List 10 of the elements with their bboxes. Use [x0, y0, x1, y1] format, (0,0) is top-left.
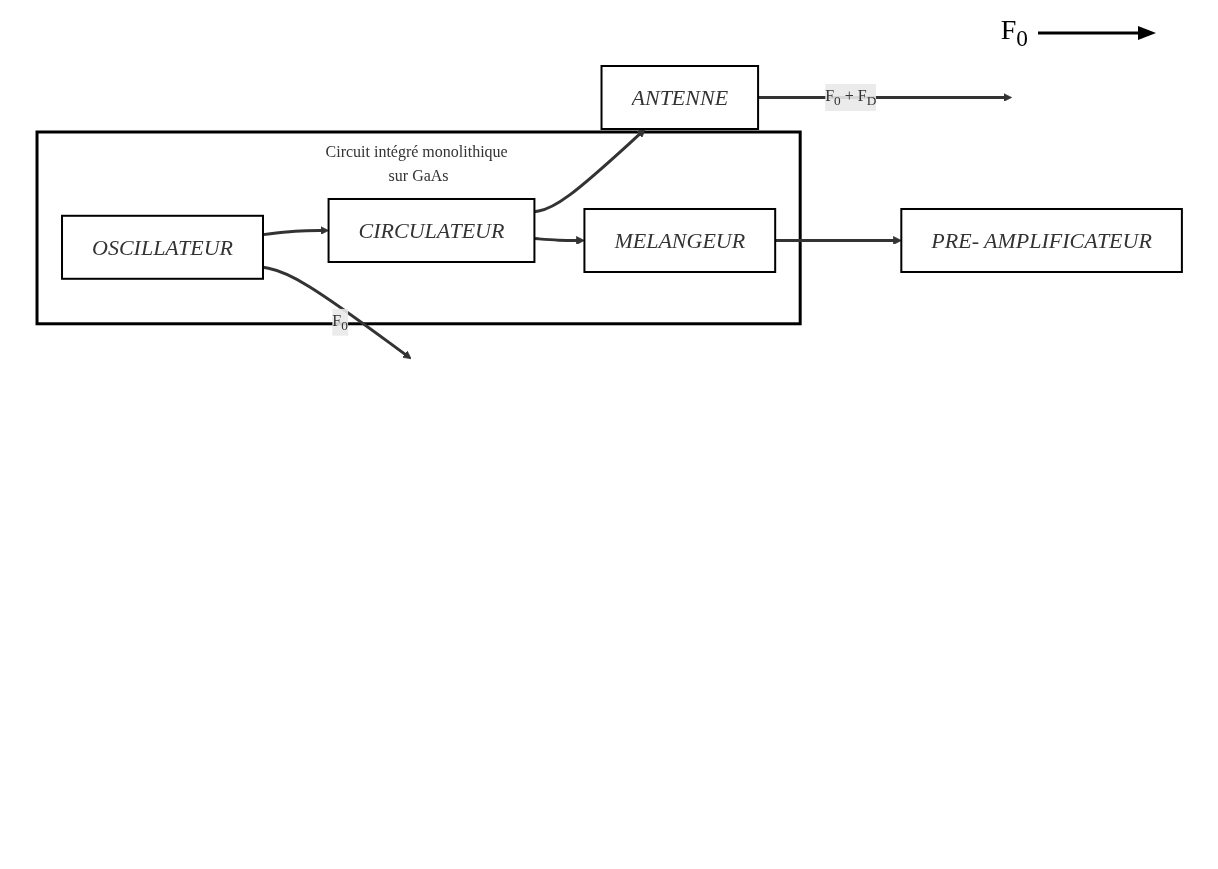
arrow: [533, 128, 646, 214]
node-box: CIRCULATEUR: [327, 198, 535, 263]
frequency-label: F$_{0}$: [1000, 14, 1028, 52]
node-box: PRE- AMPLIFICATEUR: [899, 208, 1183, 273]
arrow: [262, 265, 412, 360]
arrow: [262, 226, 329, 237]
edge-label: F$_{0}$: [331, 311, 348, 333]
node-box: OSCILLATEUR: [60, 214, 264, 280]
node-box: MELANGEUR: [582, 208, 776, 273]
edge-label: F$_{0}$ + F$_{D}$: [824, 86, 876, 109]
